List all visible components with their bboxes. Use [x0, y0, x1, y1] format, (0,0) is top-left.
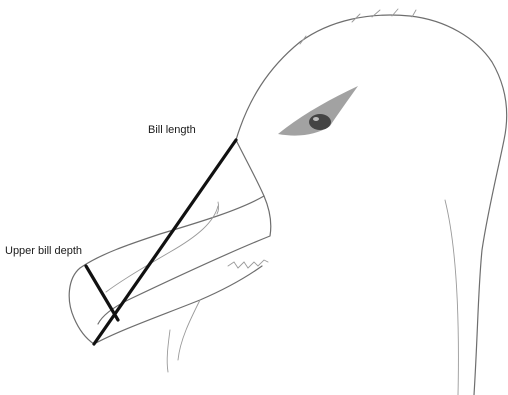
head-outline — [236, 15, 507, 395]
eye-highlight — [313, 117, 319, 121]
bill-length-label: Bill length — [148, 124, 196, 136]
gape-texture — [228, 260, 268, 268]
neck-feather-line — [445, 200, 458, 395]
head-feather-strokes — [300, 9, 416, 44]
eye — [309, 114, 331, 130]
upper-bill-depth-line — [86, 266, 118, 320]
upper-bill-depth-label: Upper bill depth — [5, 245, 82, 257]
